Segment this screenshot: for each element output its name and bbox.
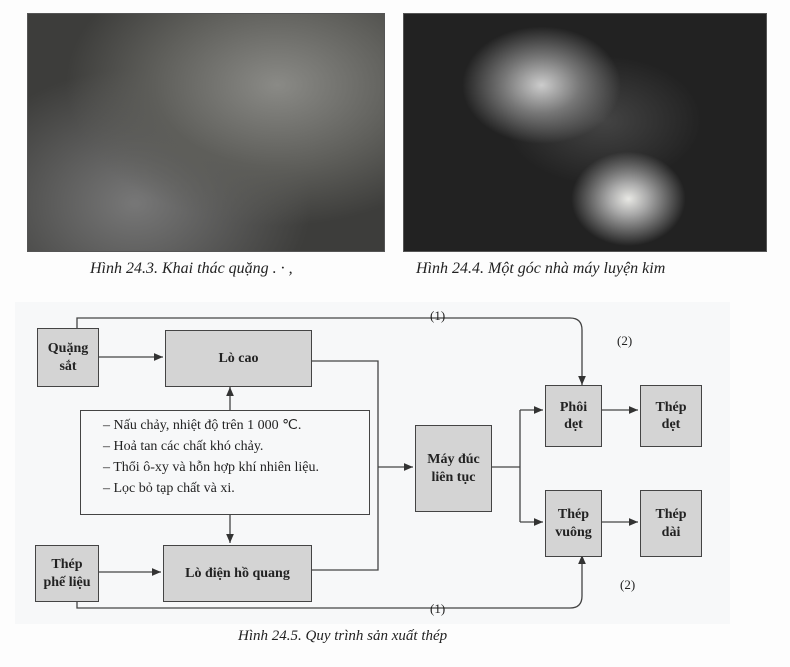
- box-electric-arc-furnace: Lò điện hồ quang: [163, 545, 312, 602]
- photo-steel-plant: [403, 13, 767, 252]
- process-notes: – Nấu chảy, nhiệt độ trên 1 000 ℃. – Hoả…: [80, 410, 370, 515]
- figure-caption-24-4: Hình 24.4. Một góc nhà máy luyện kim: [416, 260, 666, 277]
- box-blast-furnace: Lò cao: [165, 330, 312, 387]
- note-item: – Lọc bỏ tạp chất và xi.: [103, 481, 235, 496]
- photo-ore-mining: [27, 13, 385, 252]
- note-item: – Nấu chảy, nhiệt độ trên 1 000 ℃.: [103, 418, 302, 433]
- note-item: – Thổi ô-xy và hỗn hợp khí nhiên liệu.: [103, 460, 319, 475]
- label-route-2-bottom: (2): [620, 577, 636, 592]
- figure-caption-24-5: Hình 24.5. Quy trình sản xuất thép: [238, 628, 448, 644]
- label-route-2-top: (2): [617, 333, 633, 348]
- label-route-1-bottom: (1): [430, 601, 446, 616]
- figure-caption-24-3: Hình 24.3. Khai thác quặng . · ,: [90, 260, 293, 277]
- label-route-1-top: (1): [430, 308, 446, 323]
- note-item: – Hoả tan các chất khó chảy.: [103, 439, 264, 454]
